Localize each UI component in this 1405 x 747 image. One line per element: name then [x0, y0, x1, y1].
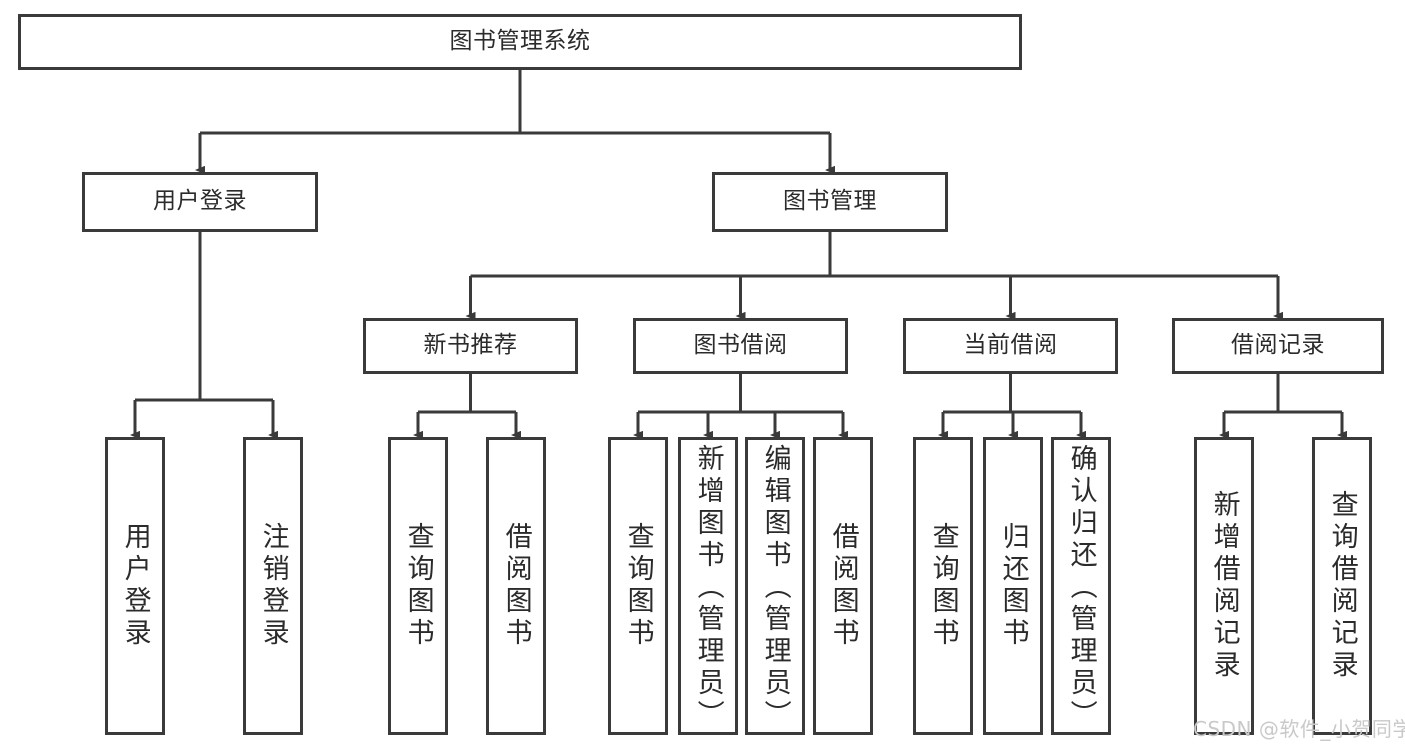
leaf-return-book-label: 归还图书 [997, 522, 1029, 650]
leaf-query-book-3[interactable]: 查询图书 [913, 437, 973, 735]
node-new-book-recommend-label: 新书推荐 [423, 332, 518, 359]
node-current-borrow[interactable]: 当前借阅 [903, 318, 1118, 374]
leaf-query-book-1-label: 查询图书 [402, 522, 434, 650]
leaf-query-book-3-label: 查询图书 [927, 522, 959, 650]
leaf-query-record[interactable]: 查询借阅记录 [1312, 437, 1372, 735]
leaf-return-book[interactable]: 归还图书 [983, 437, 1043, 735]
leaf-edit-book-label: 编辑图书（管理员） [759, 444, 791, 732]
leaf-confirm-return[interactable]: 确认归还（管理员） [1051, 437, 1111, 735]
csdn-watermark: CSDN @软件_小贺同学 [1193, 717, 1405, 741]
leaf-query-book-2-label: 查询图书 [622, 522, 654, 650]
node-book-manage[interactable]: 图书管理 [712, 172, 948, 232]
leaf-confirm-return-label: 确认归还（管理员） [1065, 444, 1097, 732]
leaf-add-record-label: 新增借阅记录 [1208, 490, 1240, 682]
leaf-query-record-label: 查询借阅记录 [1326, 490, 1358, 682]
node-root[interactable]: 图书管理系统 [18, 14, 1022, 70]
leaf-borrow-book-1[interactable]: 借阅图书 [486, 437, 546, 735]
node-root-label: 图书管理系统 [449, 28, 591, 55]
leaf-add-book-label: 新增图书（管理员） [692, 444, 724, 732]
leaf-add-record[interactable]: 新增借阅记录 [1194, 437, 1254, 735]
node-book-borrow[interactable]: 图书借阅 [633, 318, 848, 374]
leaf-user-login[interactable]: 用户登录 [105, 437, 165, 735]
node-user-login-label: 用户登录 [153, 188, 247, 215]
node-book-borrow-label: 图书借阅 [693, 332, 788, 359]
leaf-borrow-book-2-label: 借阅图书 [827, 522, 859, 650]
leaf-user-login-label: 用户登录 [119, 522, 151, 650]
node-current-borrow-label: 当前借阅 [963, 332, 1058, 359]
leaf-logout[interactable]: 注销登录 [243, 437, 303, 735]
leaf-add-book[interactable]: 新增图书（管理员） [678, 437, 738, 735]
leaf-logout-label: 注销登录 [257, 522, 289, 650]
node-user-login[interactable]: 用户登录 [82, 172, 318, 232]
node-book-manage-label: 图书管理 [783, 188, 877, 215]
node-borrow-record-label: 借阅记录 [1231, 332, 1325, 359]
leaf-query-book-1[interactable]: 查询图书 [388, 437, 448, 735]
leaf-query-book-2[interactable]: 查询图书 [608, 437, 668, 735]
leaf-edit-book[interactable]: 编辑图书（管理员） [745, 437, 805, 735]
leaf-borrow-book-1-label: 借阅图书 [500, 522, 532, 650]
node-new-book-recommend[interactable]: 新书推荐 [363, 318, 578, 374]
leaf-borrow-book-2[interactable]: 借阅图书 [813, 437, 873, 735]
node-borrow-record[interactable]: 借阅记录 [1172, 318, 1384, 374]
